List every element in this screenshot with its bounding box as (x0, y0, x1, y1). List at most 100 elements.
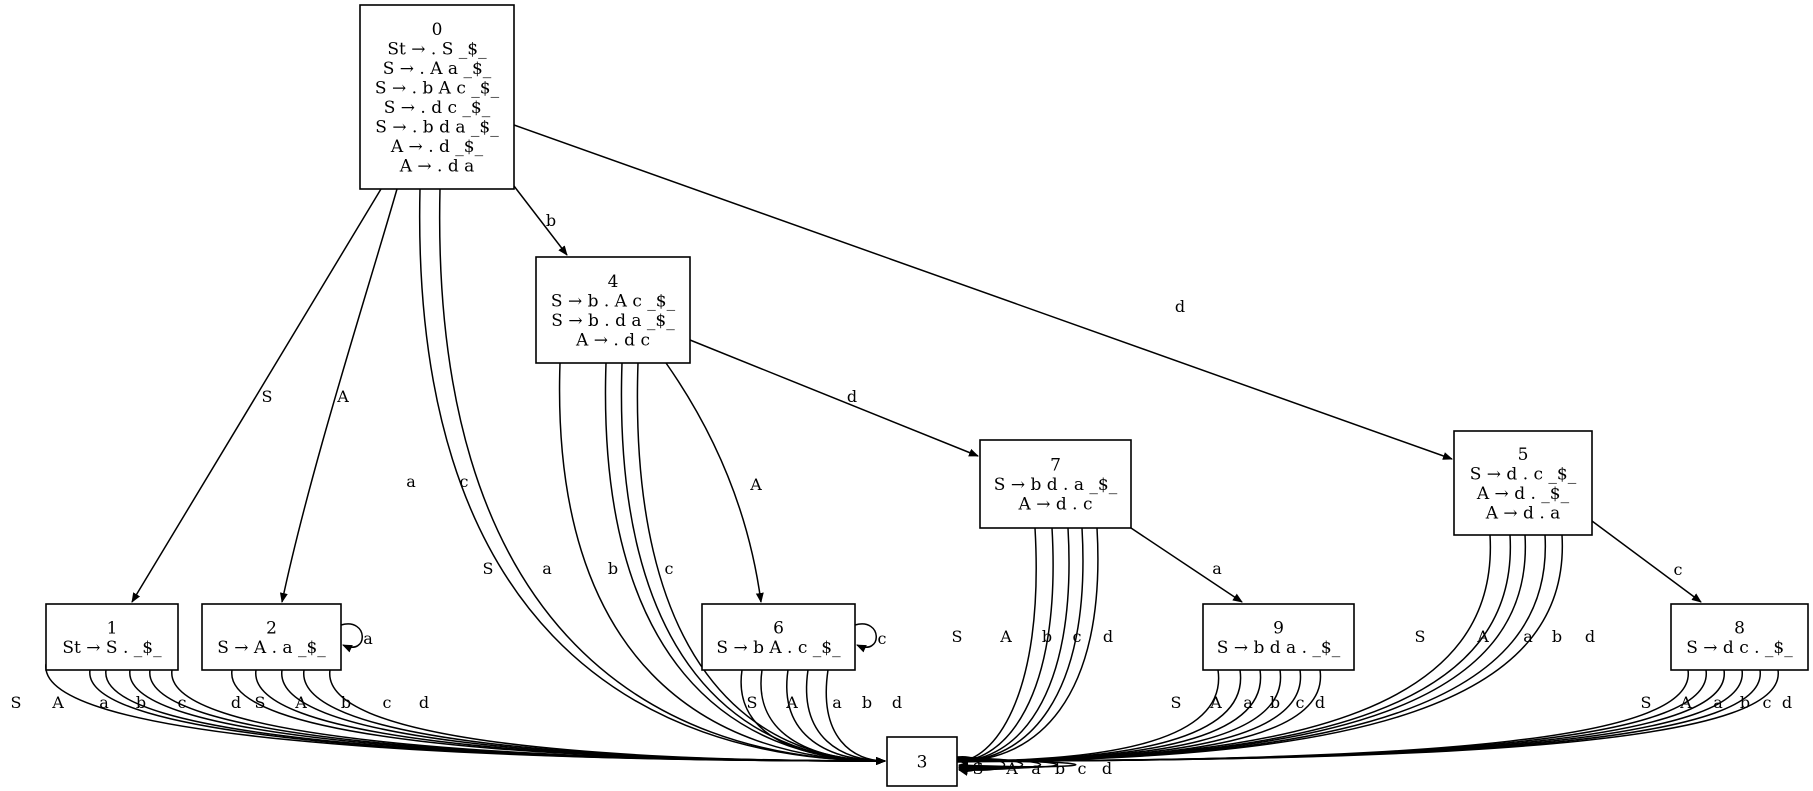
edge-label: S (262, 387, 273, 406)
edge-line (958, 527, 1099, 765)
edge-line (958, 534, 1563, 765)
edge-label: a (1212, 559, 1222, 578)
edge-label: c (878, 629, 887, 648)
edge-5-to-8-c: c (1591, 520, 1702, 603)
edge-label: d (1315, 693, 1325, 712)
state-id: 0 (432, 20, 443, 40)
edge-2-to-2-a: a (340, 623, 373, 653)
lr-item: A → d . c (1018, 495, 1093, 515)
edge-label: b (546, 211, 556, 230)
edge-0-to-5-d: d (513, 124, 1453, 460)
state-node-1: 1St → S . _$_ (45, 603, 179, 671)
lr-item: A → . d c (575, 330, 650, 350)
edge-3-to-3-d: d (956, 759, 1112, 778)
edge-label: c (1763, 693, 1772, 712)
state-id: 2 (266, 618, 277, 638)
state-node-0: 0St → . S _$_S → . A a _$_S → . b A c _$… (359, 4, 515, 190)
edge-line (665, 362, 764, 603)
edge-line (805, 669, 886, 765)
edge-label: b (1055, 759, 1065, 778)
edge-label: c (1674, 560, 1683, 579)
edge-label: A (51, 693, 64, 712)
lr-item: A → . d _$_ (390, 137, 484, 157)
lr-item: S → d c . _$_ (1686, 638, 1793, 658)
edge-6-to-3-d: d (825, 669, 902, 765)
lr-item: S → b d . a _$_ (994, 475, 1118, 495)
state-box (701, 603, 856, 671)
edge-line (279, 188, 398, 603)
edge-line (513, 185, 568, 256)
edge-label: c (178, 693, 187, 712)
state-node-3: 3 (886, 736, 958, 787)
lr-item: S → . d c _$_ (384, 98, 491, 118)
edge-line (1130, 527, 1243, 603)
edge-label: A (1209, 693, 1222, 712)
edge-3-to-3-c: c (956, 759, 1087, 778)
state-box (886, 736, 958, 787)
lr-item: S → d . c _$_ (1470, 464, 1577, 484)
edge-label: S (1641, 693, 1652, 712)
state-id: 6 (773, 618, 784, 638)
edge-label: S (1171, 693, 1182, 712)
state-id: 1 (107, 618, 118, 638)
edge-label: c (1073, 627, 1082, 646)
state-id: 7 (1050, 456, 1061, 476)
lr-item: S → . A a _$_ (383, 59, 492, 79)
lr-item: A → d . _$_ (1476, 484, 1570, 504)
edge-label: S (255, 693, 266, 712)
edge-line (956, 758, 1042, 772)
lr-item: St → . S _$_ (387, 39, 487, 59)
edge-2-to-3-d: d (329, 669, 886, 765)
state-id: 4 (608, 272, 619, 292)
edge-label: c (1078, 759, 1087, 778)
state-nodes: 0St → . S _$_S → . A a _$_S → . b A c _$… (45, 4, 1809, 787)
edge-label: d (1175, 297, 1185, 316)
state-node-5: 5S → d . c _$_A → d . _$_A → d . a (1453, 430, 1593, 536)
state-box (359, 4, 515, 190)
lr-item: S → b . d a _$_ (551, 311, 675, 331)
edge-label: d (231, 693, 241, 712)
edge-line (329, 669, 886, 765)
state-box (535, 256, 691, 364)
edge-label: A (1679, 693, 1692, 712)
edge-label: d (419, 693, 429, 712)
state-node-8: 8S → d c . _$_ (1670, 603, 1809, 671)
edge-label: b (341, 693, 351, 712)
edge-3-to-3-a: a (956, 757, 1041, 778)
edge-label: d (892, 693, 902, 712)
edge-label: d (847, 387, 857, 406)
edge-4-to-7-d: d (689, 339, 979, 457)
edge-4-to-3-S: S (483, 362, 886, 765)
edge-label: b (862, 693, 872, 712)
edge-label: A (749, 475, 762, 494)
edge-label: c (460, 472, 469, 491)
edge-label: A (1476, 627, 1489, 646)
edge-3-to-3-b: b (956, 758, 1065, 778)
edge-line (825, 669, 886, 765)
state-id: 9 (1273, 618, 1284, 638)
edge-label: b (136, 693, 146, 712)
lr-item: A → d . a (1485, 503, 1561, 523)
state-box (979, 439, 1132, 529)
state-node-2: 2S → A . a _$_ (201, 603, 342, 671)
edge-line (689, 339, 979, 457)
edge-label: S (952, 627, 963, 646)
edge-label: a (1243, 693, 1253, 712)
edge-line (956, 760, 1077, 770)
edge-8-to-3-d: d (958, 669, 1792, 765)
edge-label: a (1713, 693, 1723, 712)
state-id: 8 (1734, 618, 1745, 638)
lr-item: S → A . a _$_ (217, 638, 326, 658)
edge-line (340, 623, 363, 653)
lr-item: S → b A . c _$_ (716, 638, 841, 658)
edge-label: d (1102, 759, 1112, 778)
edge-label: b (1740, 693, 1750, 712)
edge-label: a (832, 693, 842, 712)
edge-line (131, 188, 382, 603)
edge-label: A (999, 627, 1012, 646)
edge-8-to-3-A: A (958, 669, 1707, 765)
edge-line (958, 527, 1037, 765)
edge-label: a (99, 693, 109, 712)
